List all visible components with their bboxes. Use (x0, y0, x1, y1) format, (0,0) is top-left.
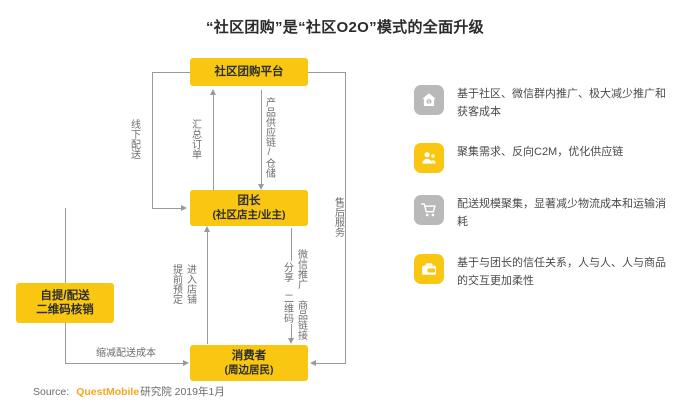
node-platform-label: 社区团购平台 (214, 65, 284, 78)
source-label: Source: (33, 386, 70, 398)
node-leader-sublabel: (社区店主/业主) (212, 208, 286, 221)
edge-label-offline-delivery: 线下配送 (128, 118, 140, 160)
page-title: “社区团购”是“社区O2O”模式的全面升级 (206, 19, 484, 36)
feature-item: $ 基于社区、微信群内推广、极大减少推广和获客成本 (414, 84, 676, 121)
connector-left-vertical (152, 72, 153, 209)
feature-item: 配送规模聚集，显著减少物流成本和运输消耗 (414, 194, 676, 231)
node-pickup-sublabel: 二维码核销 (36, 304, 94, 316)
feature-text: 基于与团长的信任关系，人与人、人与商品的交互更加柔性 (457, 256, 666, 287)
source-footer: Source: QuestMobile 研究院 2019年1月 (33, 384, 225, 399)
edge-label-after-sales: 售后服务 (332, 196, 344, 238)
feature-text: 聚集需求、反向C2M，优化供应链 (457, 146, 624, 159)
edge-label-wechat-promo: 微信推广 商品链接 (295, 248, 307, 341)
connector-right-vertical (345, 72, 346, 364)
feature-item: 聚集需求、反向C2M，优化供应链 (414, 142, 676, 174)
edge-label-reduce-cost: 缩减配送成本 (93, 348, 159, 360)
node-group-leader[interactable]: 团长 (社区店主/业主) (190, 190, 308, 226)
briefcase-icon (414, 253, 444, 284)
node-community-group-buy-platform[interactable]: 社区团购平台 (190, 58, 308, 86)
connector-platform-right (308, 72, 346, 73)
connector-into-leader (152, 208, 184, 209)
person-group-icon (414, 143, 444, 174)
edge-label-enter-store: 进入店铺 (184, 263, 196, 305)
feature-item: 基于与团长的信任关系，人与人、人与商品的交互更加柔性 (414, 253, 676, 290)
house-dollar-icon: $ (414, 85, 444, 115)
node-consumer[interactable]: 消费者 (周边居民) (190, 345, 308, 381)
edge-label-supply-chain: 产品供应链/仓储 (263, 96, 275, 179)
feature-list: $ 基于社区、微信群内推广、极大减少推广和获客成本 聚集需求、反向C2M，优化供… (414, 84, 676, 311)
node-consumer-label: 消费者 (231, 350, 267, 363)
edge-label-share-qr: 分享 二维码 (281, 261, 293, 324)
node-consumer-sublabel: (周边居民) (224, 363, 274, 376)
arrowhead-into-consumer (310, 359, 316, 366)
feature-text: 基于社区、微信群内推广、极大减少推广和获客成本 (457, 88, 666, 119)
arrowhead-reduce-cost (183, 359, 189, 366)
connector-reduce-cost (65, 363, 185, 364)
feature-text: 配送规模聚集，显著减少物流成本和运输消耗 (457, 198, 666, 229)
svg-text:$: $ (427, 100, 430, 106)
edge-label-aggregate-orders: 汇总订单 (189, 118, 201, 160)
shopping-cart-icon (414, 195, 444, 226)
connector-into-consumer (315, 363, 346, 364)
source-rest: 研究院 2019年1月 (140, 386, 225, 398)
arrowhead-wechat-promo (287, 338, 294, 344)
arrowhead-aggregate-orders (209, 89, 216, 95)
connector-aggregate-orders (213, 94, 214, 190)
source-brand: QuestMobile (76, 386, 140, 398)
arrowhead-into-leader (181, 204, 187, 211)
arrowhead-supply-chain (257, 184, 264, 190)
node-pickup-label: 自提/配送 (40, 289, 90, 302)
node-pickup-delivery-qrcode[interactable]: 自提/配送 二维码核销 (16, 283, 114, 323)
node-leader-label: 团长 (237, 195, 261, 208)
arrowhead-enter-store (203, 226, 210, 232)
connector-enter-store (207, 231, 208, 344)
connector-platform-left (152, 72, 190, 73)
edge-label-pre-order: 提前预定 (170, 263, 182, 305)
connector-supply-chain (261, 90, 262, 186)
